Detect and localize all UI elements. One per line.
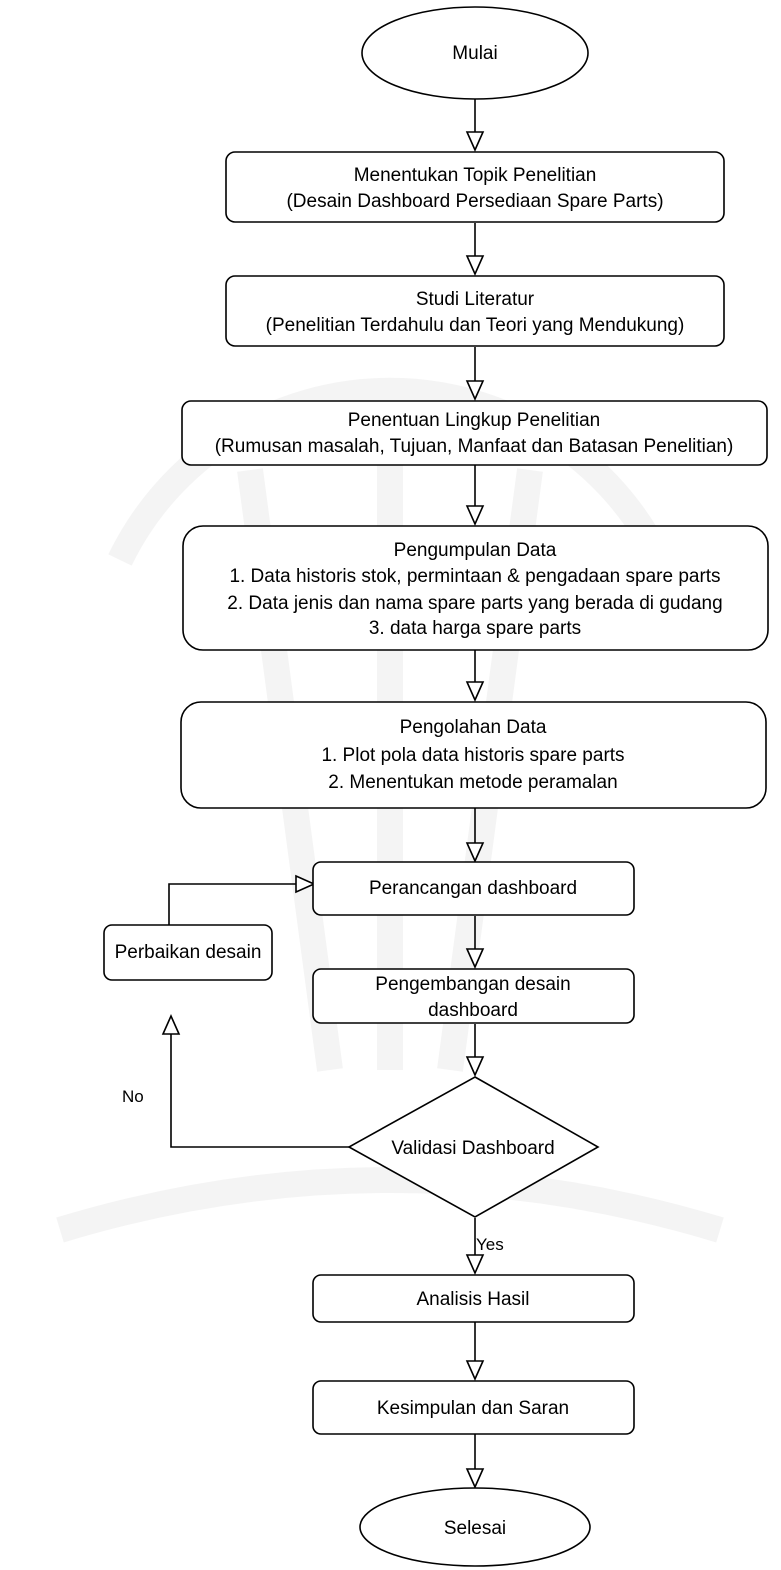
arrowhead: [465, 1468, 485, 1489]
end-label: Selesai: [444, 1518, 506, 1539]
arrowhead: [465, 948, 485, 969]
design-process: Perancangan dashboard: [312, 861, 635, 916]
topic-detail: (Desain Dashboard Persediaan Spare Parts…: [286, 191, 663, 212]
literature-title: Studi Literatur: [416, 289, 535, 310]
development-line-1: Pengembangan desain: [375, 974, 570, 995]
analysis-label: Analisis Hasil: [417, 1289, 530, 1310]
scope-detail: (Rumusan masalah, Tujuan, Manfaat dan Ba…: [215, 436, 734, 457]
arrowhead: [465, 1360, 485, 1381]
collection-process: Pengumpulan Data 1. Data historis stok, …: [182, 525, 769, 651]
conclusion-process: Kesimpulan dan Saran: [312, 1380, 635, 1435]
analysis-process: Analisis Hasil: [312, 1274, 635, 1323]
scope-process: Penentuan Lingkup Penelitian (Rumusan ma…: [181, 400, 768, 466]
design-label: Perancangan dashboard: [369, 878, 577, 899]
processing-item-2: 2. Menentukan metode peramalan: [328, 772, 617, 793]
literature-detail: (Penelitian Terdahulu dan Teori yang Men…: [266, 315, 685, 336]
arrowhead: [465, 1056, 485, 1077]
validation-label: Validasi Dashboard: [391, 1138, 554, 1159]
arrowhead: [161, 1014, 181, 1035]
arrowhead: [465, 1254, 485, 1275]
collection-item-2: 2. Data jenis dan nama spare parts yang …: [227, 593, 722, 614]
processing-item-1: 1. Plot pola data historis spare parts: [321, 745, 624, 766]
start-label: Mulai: [452, 43, 497, 64]
arrowhead: [295, 874, 316, 894]
fix-process: Perbaikan desain: [103, 924, 273, 981]
collection-item-1: 1. Data historis stok, permintaan & peng…: [229, 566, 720, 587]
watermark: [56, 377, 724, 1243]
arrowhead: [465, 380, 485, 401]
processing-title: Pengolahan Data: [400, 717, 547, 738]
collection-item-3: 3. data harga spare parts: [369, 618, 581, 639]
yes-edge-label: Yes: [476, 1235, 504, 1254]
start-terminal: Mulai: [361, 6, 589, 100]
arrowhead: [465, 131, 485, 152]
arrowhead: [465, 681, 485, 702]
conclusion-label: Kesimpulan dan Saran: [377, 1398, 569, 1419]
scope-title: Penentuan Lingkup Penelitian: [348, 410, 600, 431]
arrowhead: [465, 255, 485, 276]
validation-decision: Validasi Dashboard: [347, 1076, 600, 1218]
topic-title: Menentukan Topik Penelitian: [354, 165, 597, 186]
literature-process: Studi Literatur (Penelitian Terdahulu da…: [225, 275, 725, 347]
arrowhead: [465, 842, 485, 863]
topic-process: Menentukan Topik Penelitian (Desain Dash…: [225, 151, 725, 223]
arrowheads: [161, 131, 485, 1489]
processing-process: Pengolahan Data 1. Plot pola data histor…: [180, 701, 767, 809]
collection-title: Pengumpulan Data: [394, 540, 557, 561]
fix-label: Perbaikan desain: [115, 942, 262, 963]
development-process: Pengembangan desain dashboard: [312, 968, 635, 1024]
no-edge-label: No: [122, 1087, 144, 1106]
end-terminal: Selesai: [359, 1487, 591, 1567]
development-line-2: dashboard: [428, 1000, 518, 1021]
arrowhead: [465, 505, 485, 526]
